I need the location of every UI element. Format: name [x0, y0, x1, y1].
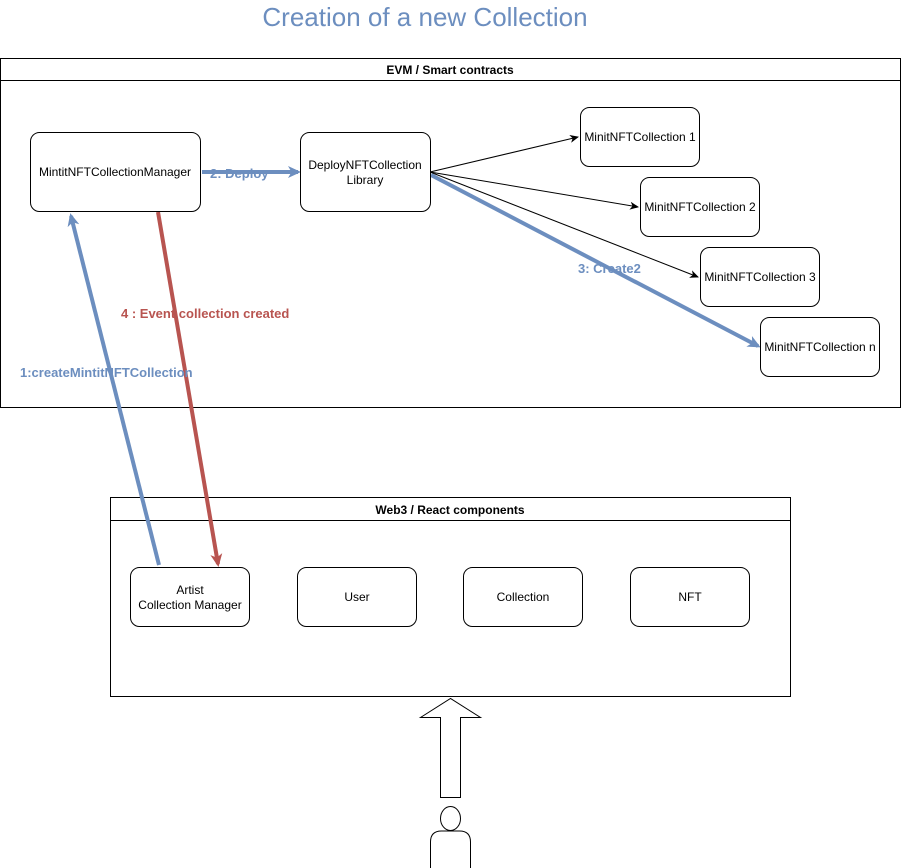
user-actor-icon	[430, 806, 471, 868]
deploy-edge-label: 2: Deploy	[210, 166, 269, 181]
collection-2-label: MinitNFTCollection 2	[644, 200, 756, 214]
manager-node[interactable]: MintitNFTCollectionManager	[30, 132, 201, 212]
collection-1-node[interactable]: MinitNFTCollection 1	[580, 107, 700, 167]
create2-edge	[430, 173, 761, 348]
up-arrow-icon	[418, 697, 483, 798]
web3-lane-title: Web3 / React components	[375, 503, 524, 517]
nft-node-label: NFT	[678, 590, 702, 604]
event-edge-label: 4 : Event collection created	[121, 306, 289, 321]
deploy-library-label-line-1: DeployNFTCollection	[308, 158, 421, 172]
evm-lane-title: EVM / Smart contracts	[386, 63, 514, 77]
artist-manager-label-line-2: Collection Manager	[138, 598, 241, 612]
create-edges	[429, 134, 699, 278]
edge-to-collection-2	[429, 171, 639, 210]
collection-3-label: MinitNFTCollection 3	[704, 270, 816, 284]
artist-manager-label-line-1: Artist	[176, 583, 204, 597]
create-call-edge	[67, 213, 161, 566]
collection-1-label: MinitNFTCollection 1	[584, 130, 696, 144]
deploy-library-node[interactable]: DeployNFTCollection Library	[300, 132, 431, 212]
edge-to-collection-3	[429, 171, 699, 278]
collection-n-node[interactable]: MinitNFTCollection n	[760, 317, 880, 377]
collection-node[interactable]: Collection	[463, 567, 583, 627]
collection-2-node[interactable]: MinitNFTCollection 2	[640, 177, 760, 237]
nft-node[interactable]: NFT	[630, 567, 750, 627]
create-call-edge-label: 1:createMintitNFTCollection	[20, 365, 193, 380]
collection-3-node[interactable]: MinitNFTCollection 3	[700, 247, 820, 307]
manager-node-label: MintitNFTCollectionManager	[39, 165, 191, 179]
edge-to-collection-1	[429, 134, 579, 173]
event-edge	[156, 211, 223, 567]
user-node[interactable]: User	[297, 567, 417, 627]
deploy-library-label-line-2: Library	[347, 173, 384, 187]
create2-edge-label: 3: Create2	[578, 261, 641, 276]
collection-n-label: MinitNFTCollection n	[764, 340, 875, 354]
collection-node-label: Collection	[497, 590, 550, 604]
user-node-label: User	[344, 590, 369, 604]
artist-manager-node[interactable]: Artist Collection Manager	[130, 567, 250, 627]
diagram-title: Creation of a new Collection	[262, 2, 587, 32]
